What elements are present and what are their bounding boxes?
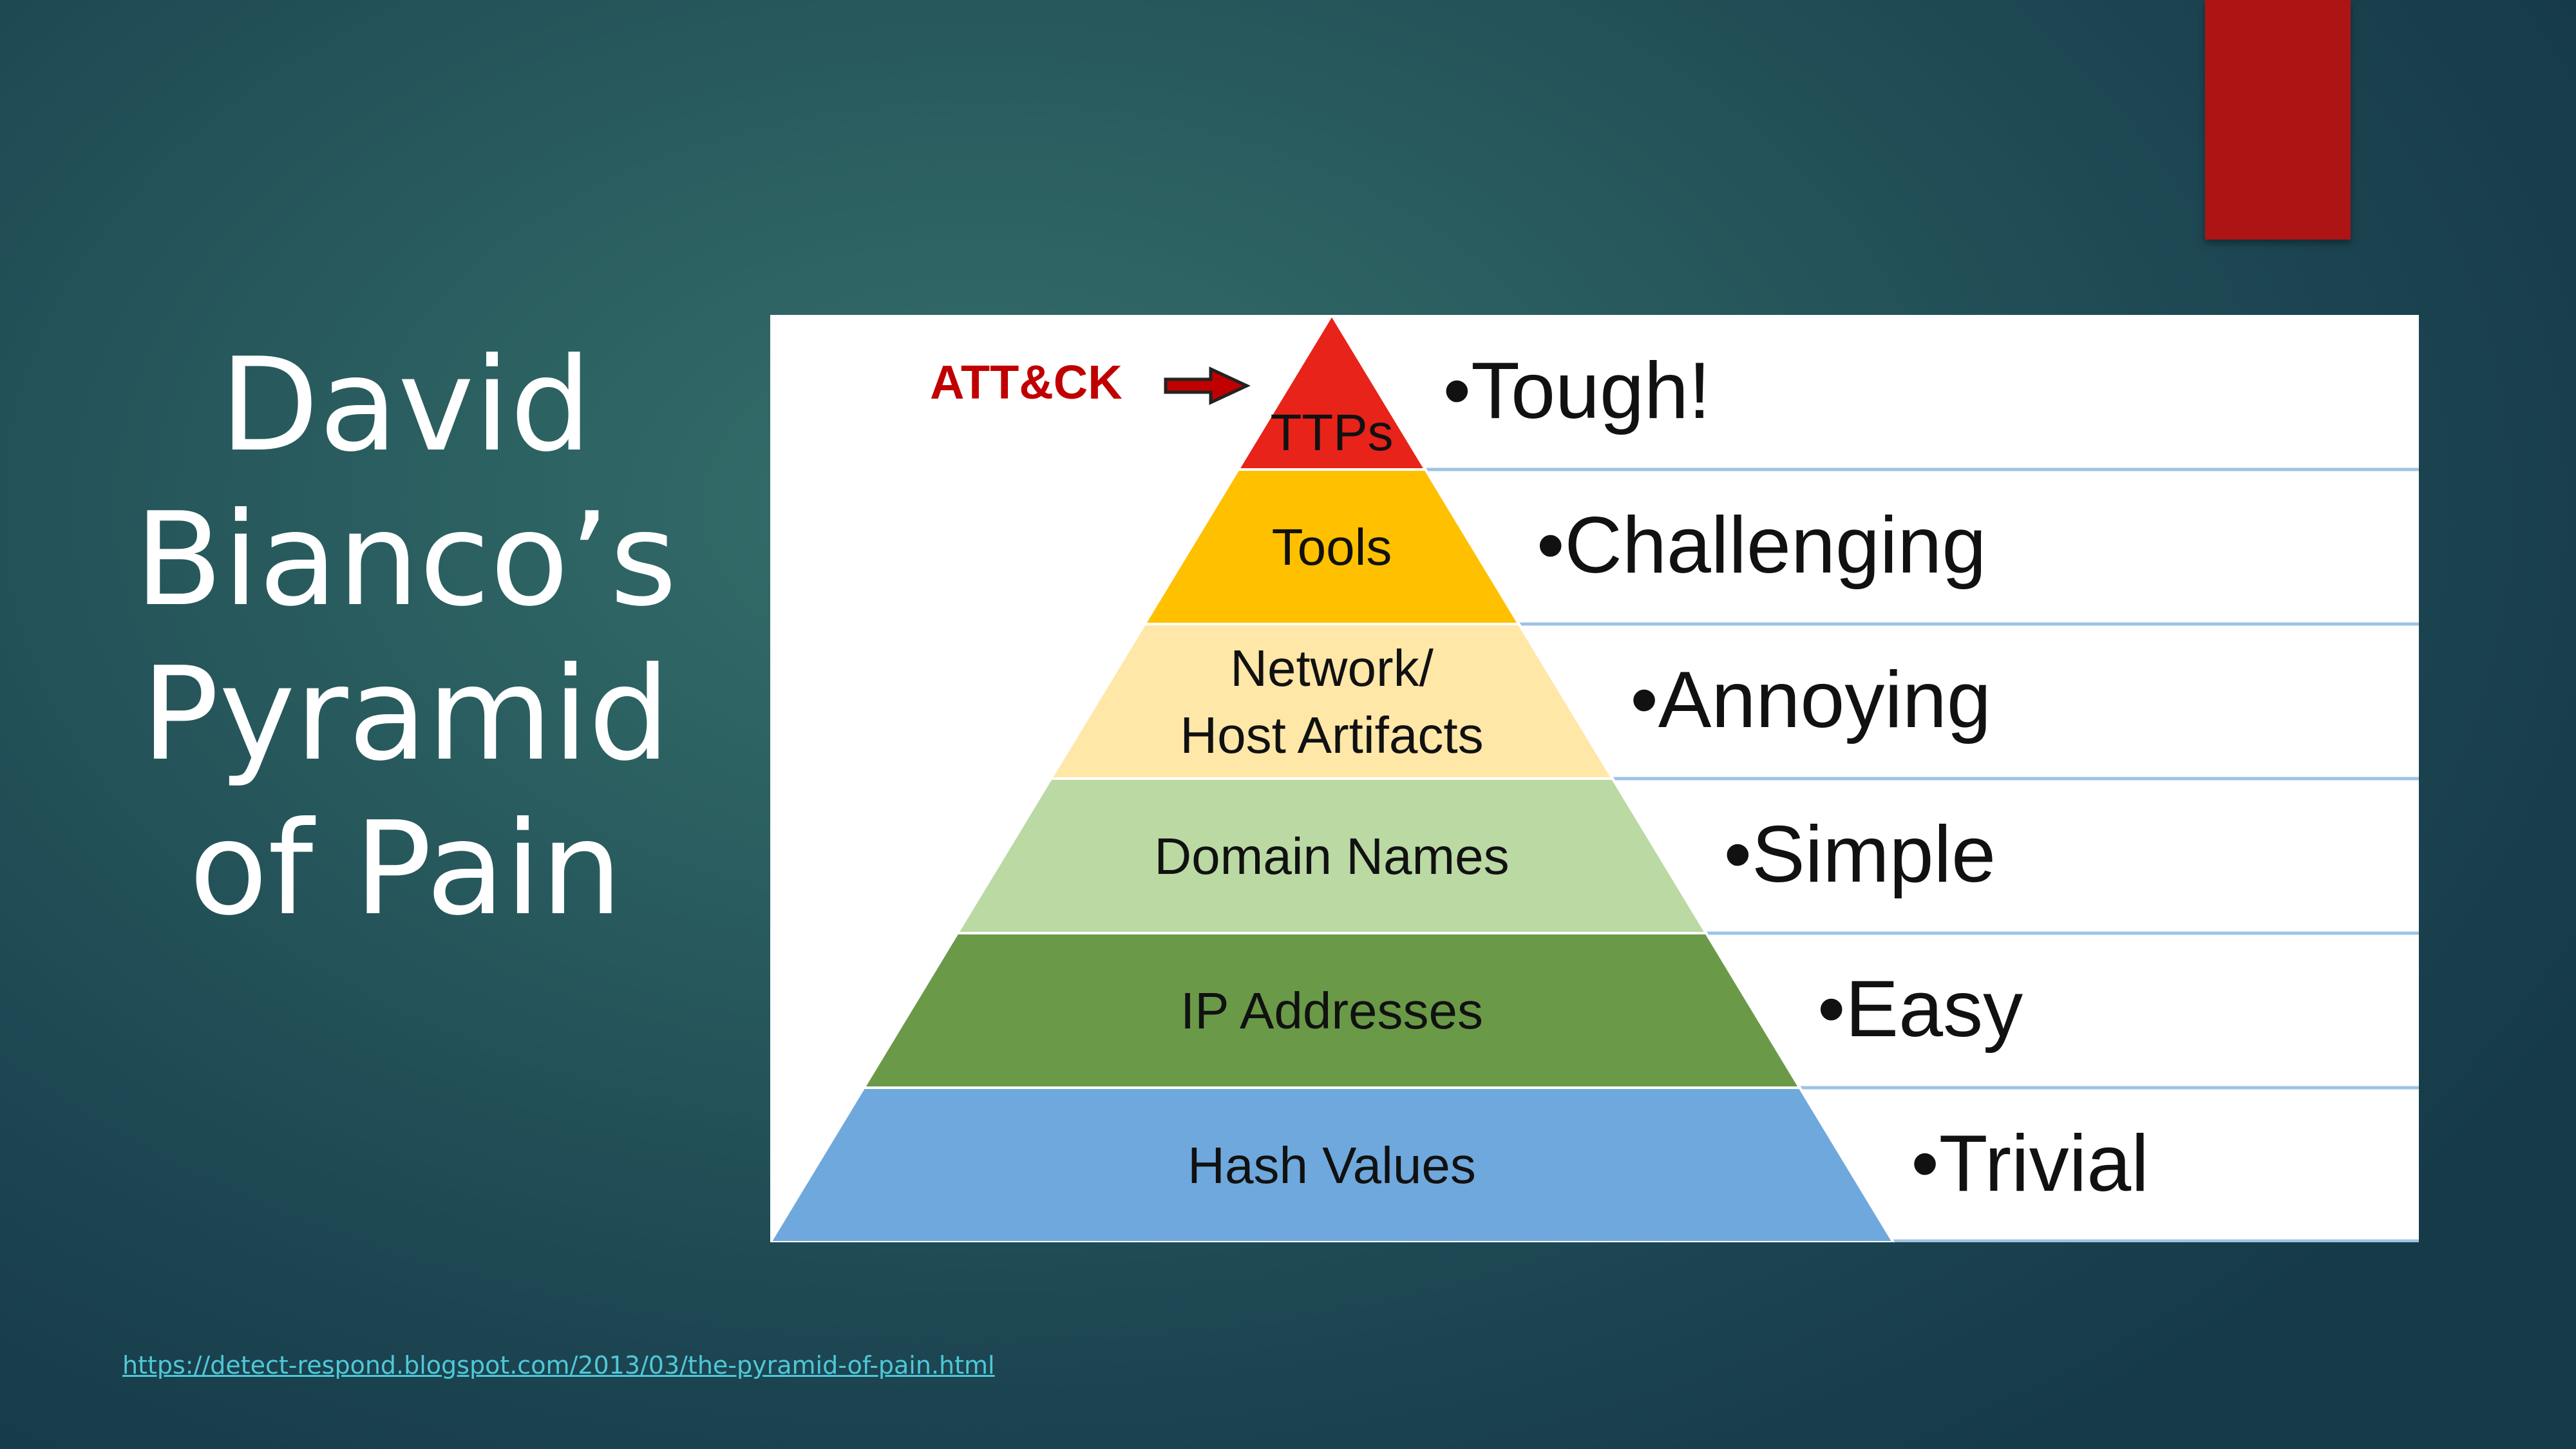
pyramid-tier-6 xyxy=(770,1086,1895,1242)
title-line-2: Bianco’s xyxy=(134,485,677,635)
title-line-1: David xyxy=(220,330,592,480)
difficulty-label: •Trivial xyxy=(1911,1119,2148,1208)
tier-label: Network/ xyxy=(1230,639,1434,697)
difficulty-label: •Easy xyxy=(1817,965,2023,1054)
difficulty-label: •Simple xyxy=(1724,810,1996,899)
accent-bar xyxy=(2205,0,2351,240)
tier-label: Domain Names xyxy=(1154,828,1509,885)
title-line-3: Pyramid xyxy=(141,639,670,790)
difficulty-label: •Tough! xyxy=(1443,346,1711,435)
tier-label: IP Addresses xyxy=(1180,982,1483,1039)
attck-label: ATT&CK xyxy=(930,355,1122,409)
difficulty-label: •Annoying xyxy=(1630,656,1991,744)
tier-label: Host Artifacts xyxy=(1180,706,1483,764)
tier-label: TTPs xyxy=(1270,404,1393,461)
source-link[interactable]: https://detect-respond.blogspot.com/2013… xyxy=(122,1351,995,1379)
slide-title: David Bianco’s Pyramid of Pain xyxy=(90,328,721,947)
tier-label: Tools xyxy=(1272,518,1392,576)
tier-label: Hash Values xyxy=(1188,1137,1476,1194)
title-line-4: of Pain xyxy=(189,794,623,944)
difficulty-label: •Challenging xyxy=(1537,501,1986,590)
right-arrow-icon xyxy=(1164,366,1251,405)
